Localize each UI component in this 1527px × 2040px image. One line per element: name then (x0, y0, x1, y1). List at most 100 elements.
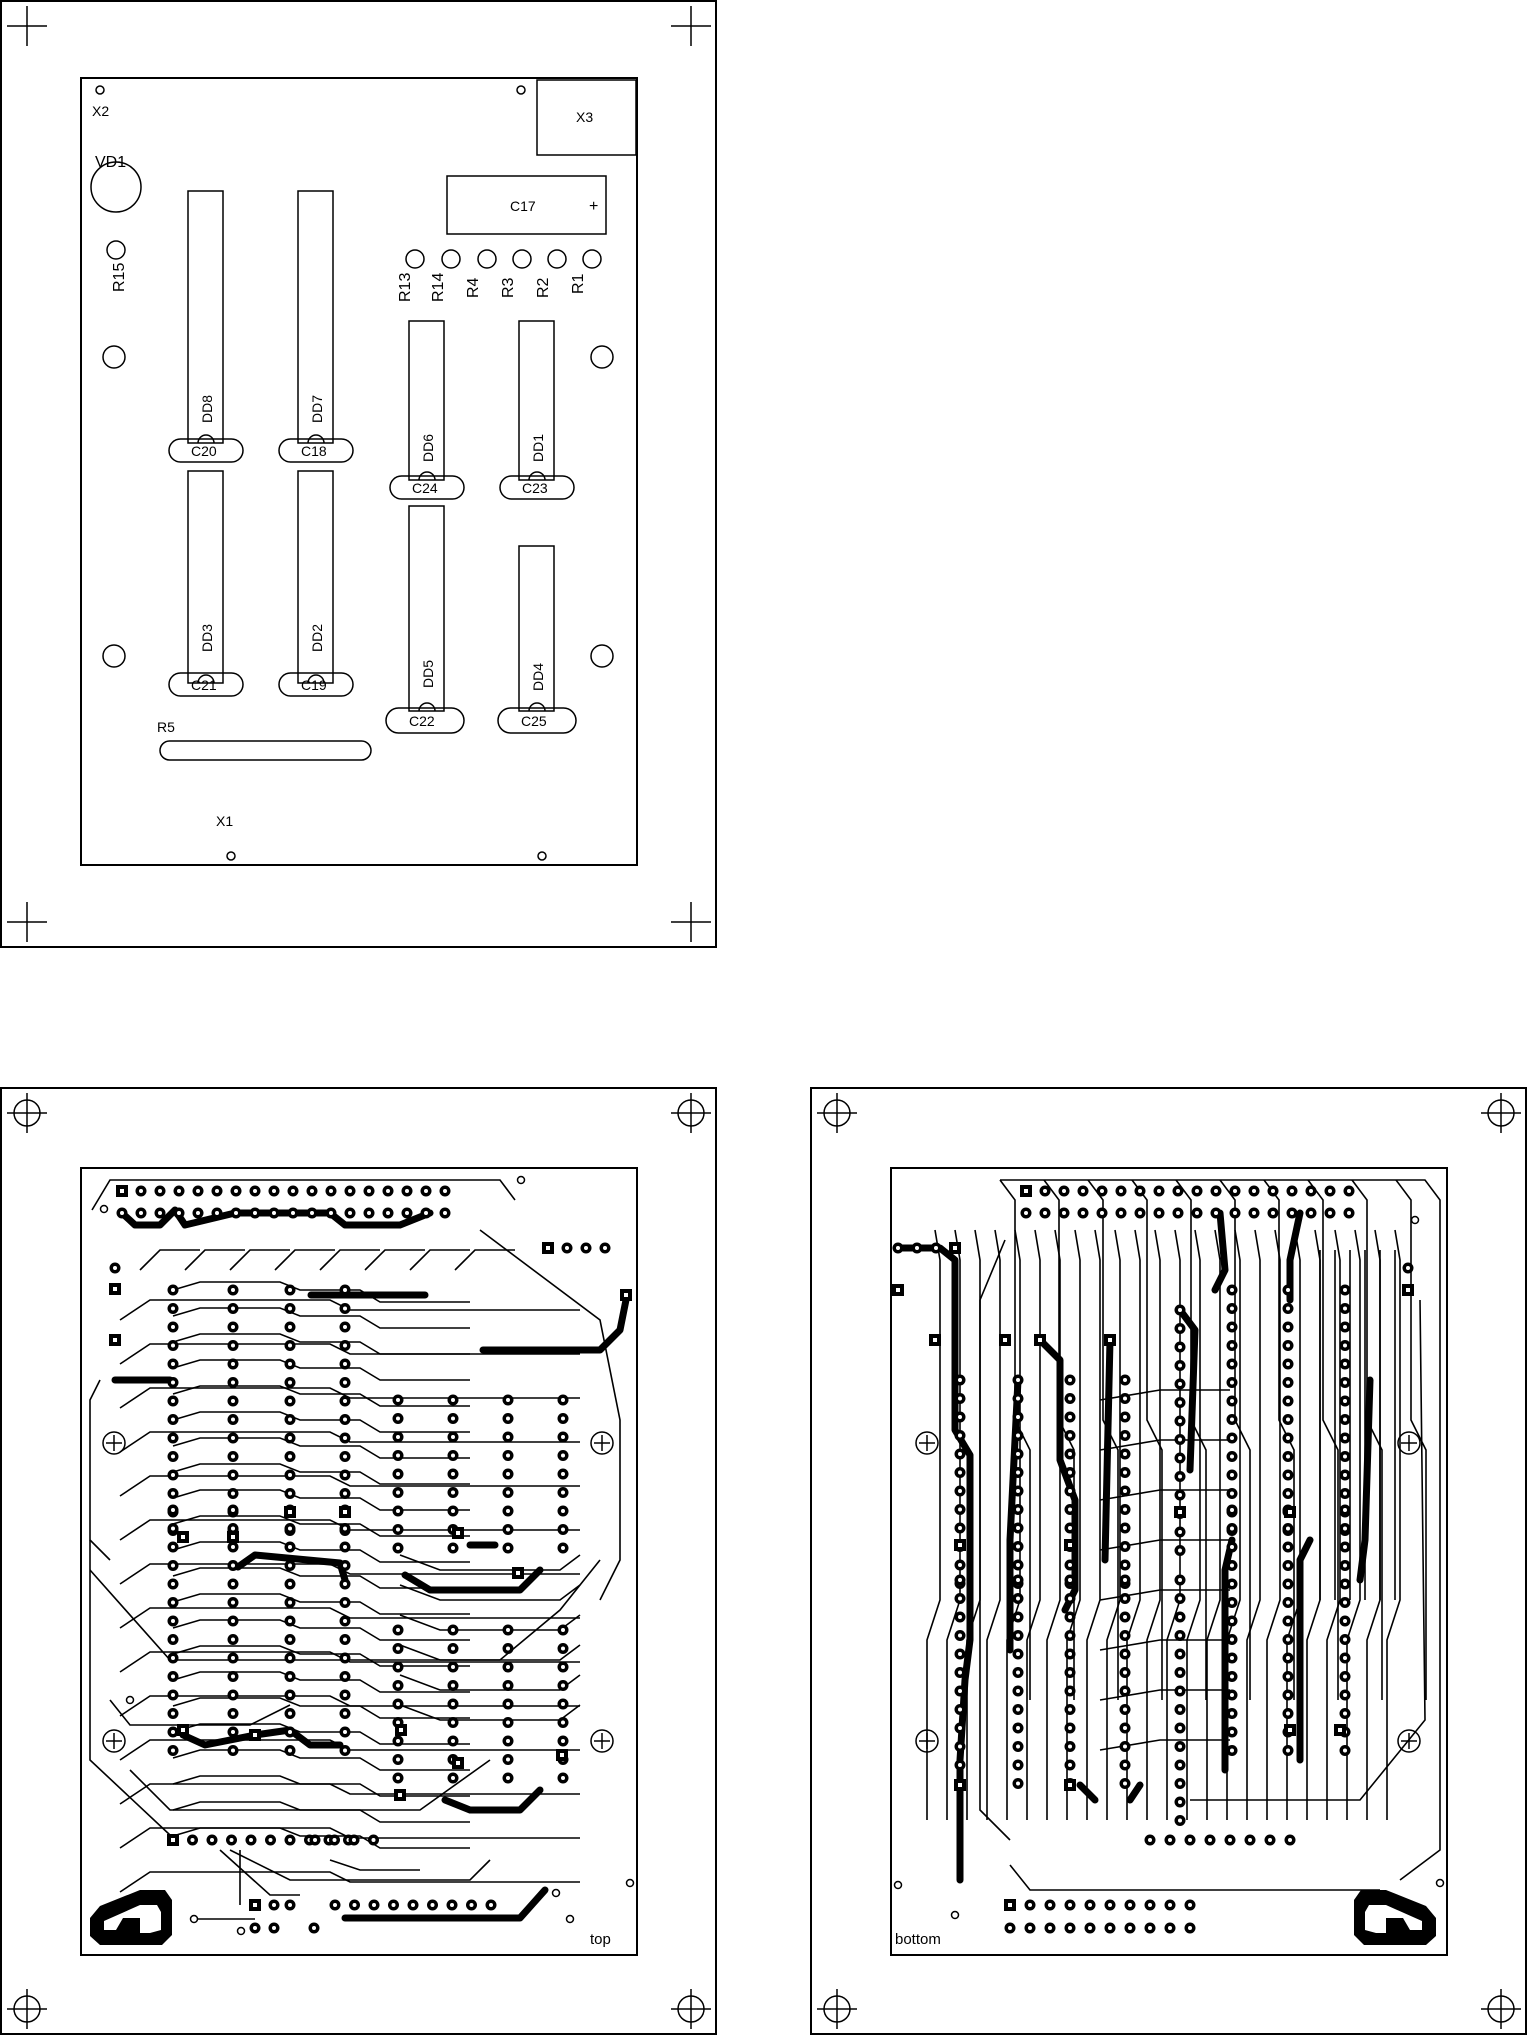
pad-drill (561, 1527, 565, 1532)
pad-drill (1123, 1544, 1127, 1549)
pad-drill (451, 1665, 455, 1669)
trace (454, 1249, 515, 1271)
mount-hole (102, 345, 126, 369)
pad-drill (171, 1730, 175, 1734)
pad-drill (1043, 1189, 1047, 1193)
label-dd5: DD5 (420, 660, 436, 688)
mount-cross (919, 1435, 935, 1451)
trace (399, 1554, 581, 1571)
pad-drill (1068, 1507, 1072, 1512)
registration-cross (817, 1989, 857, 2029)
resistor-row (405, 249, 602, 269)
pad-drill (1178, 1530, 1182, 1534)
pad-drill (396, 1720, 400, 1725)
pad-drill (1119, 1189, 1123, 1193)
trace (1206, 1229, 1221, 1820)
via (950, 1910, 960, 1920)
pad-drill (215, 1189, 219, 1193)
pad-drill (1068, 1763, 1072, 1767)
pad-drill (1343, 1656, 1347, 1660)
pad-drill (171, 1325, 175, 1329)
pad-drill (171, 1693, 175, 1697)
pad-drill (1123, 1396, 1127, 1401)
pad-drill (1286, 1693, 1290, 1697)
label-c18: C18 (301, 443, 327, 459)
pad-drill (1178, 1326, 1182, 1331)
pad-drill (171, 1637, 175, 1642)
pad-drill (506, 1416, 510, 1421)
trace (172, 1749, 470, 1771)
pad-drill (603, 1246, 607, 1250)
trace (1099, 1639, 1230, 1651)
pad-drill (561, 1546, 565, 1550)
trace (1099, 1439, 1230, 1451)
pad-drill (288, 1674, 292, 1679)
x3-connector (536, 79, 637, 156)
label-r3: R3 (500, 277, 517, 298)
pad-drill (958, 1396, 962, 1401)
pad-drill (1081, 1189, 1085, 1193)
mount-hole (915, 1729, 939, 1753)
pad-drill (1230, 1748, 1234, 1753)
mount-cross (1401, 1435, 1417, 1451)
via (565, 1914, 575, 1924)
pad-drill (1016, 1544, 1020, 1549)
pad-drill (506, 1398, 510, 1402)
pad-drill (231, 1362, 235, 1366)
label-dd7: DD7 (309, 395, 325, 423)
pad-drill (231, 1748, 235, 1753)
pad-drill (561, 1683, 565, 1688)
trace (184, 1249, 245, 1271)
trace (119, 1783, 580, 1805)
pad-drill (1123, 1707, 1127, 1712)
pad-drill (171, 1838, 175, 1842)
top-layer-label: top (590, 1931, 611, 1948)
pad-drill (158, 1211, 162, 1215)
pad-drill (1230, 1288, 1234, 1292)
pad-drill (489, 1903, 493, 1907)
pad-drill (1068, 1689, 1072, 1693)
pad-drill (1068, 1652, 1072, 1656)
pad-drill (1068, 1596, 1072, 1601)
trace (119, 1827, 580, 1849)
pad-drill (1008, 1903, 1012, 1907)
pad-drill (396, 1435, 400, 1439)
pad-drill (396, 1509, 400, 1513)
r15-resistor (106, 240, 126, 260)
pad-drill (231, 1535, 235, 1539)
power-trace (1036, 1336, 1079, 1614)
bottom-layer-label: bottom (895, 1931, 941, 1948)
pad-drill (516, 1571, 520, 1575)
trace (172, 1489, 470, 1511)
pad-drill (1286, 1306, 1290, 1311)
pad-drill (386, 1211, 390, 1215)
pad-drill (1016, 1744, 1020, 1749)
pad-drill (1016, 1452, 1020, 1456)
pad-drill (1230, 1473, 1234, 1477)
pad-drill (1178, 1456, 1182, 1460)
pad-drill (231, 1563, 235, 1568)
pad-drill (1228, 1838, 1232, 1842)
pad-drill (113, 1338, 117, 1342)
pad-drill (231, 1730, 235, 1734)
pad-drill (171, 1748, 175, 1753)
trace (229, 1849, 491, 1881)
pad-drill (1230, 1343, 1234, 1348)
pad-drill (443, 1189, 447, 1193)
pad-drill (1268, 1838, 1272, 1842)
pad-drill (1343, 1637, 1347, 1642)
bottom-power-traces (894, 1209, 1374, 1884)
pad-drill (1343, 1288, 1347, 1292)
pad-drill (1123, 1563, 1127, 1567)
pad-drill (1178, 1474, 1182, 1479)
pad-drill (352, 1838, 356, 1842)
label-r2: R2 (535, 277, 552, 298)
pad-drill (1068, 1452, 1072, 1456)
pad-drill (291, 1211, 295, 1215)
mount-cross (594, 1733, 610, 1749)
pad-drill (396, 1776, 400, 1780)
pad-drill (343, 1325, 347, 1329)
pad-drill (352, 1903, 357, 1907)
pad-drill (1230, 1491, 1234, 1496)
trace (119, 1739, 580, 1761)
